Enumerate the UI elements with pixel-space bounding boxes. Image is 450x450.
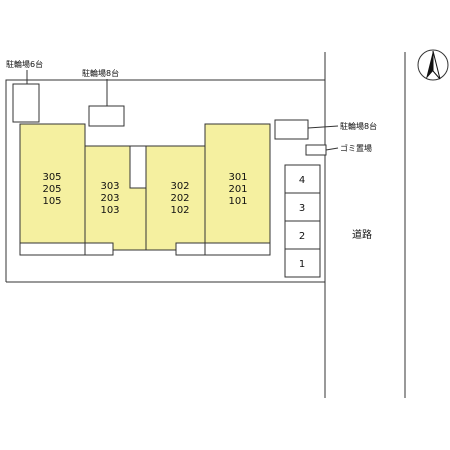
parking-number-4: 4 [299,175,305,186]
unit-2-top: 303 [100,181,119,192]
strip-1 [19,242,86,256]
bike-parking-left-label: 駐輪場6台 [6,59,43,69]
unit-1-mid: 205 [42,184,61,195]
parking-space-3 [284,192,321,222]
unit-1-top: 305 [42,172,61,183]
garbage-label: ゴミ置場 [340,143,372,153]
unit-2-bot: 103 [100,205,119,216]
garbage-box [305,144,327,156]
leader-right [307,125,339,129]
bike-parking-left-box [12,83,40,123]
site-boundary [5,79,325,282]
unit-3-mid: 202 [170,193,189,204]
bike-parking-mid-box [88,105,125,127]
parking-number-3: 3 [299,203,305,214]
north-arrow-icon [417,49,449,81]
unit-4-bot: 101 [228,196,247,207]
bike-parking-right-box [274,119,309,140]
strip-2 [84,242,114,256]
parking-number-2: 2 [299,231,305,242]
unit-2-mid: 203 [100,193,119,204]
bike-parking-right-label: 駐輪場8台 [340,121,377,131]
strip-3 [175,242,206,256]
parking-number-1: 1 [299,259,305,270]
unit-1-bot: 105 [42,196,61,207]
parking-space-2 [284,220,321,250]
unit-4-mid: 201 [228,184,247,195]
strip-4 [204,242,271,256]
bike-parking-mid-label: 駐輪場8台 [82,68,119,78]
road-label: 道路 [352,228,372,241]
unit-3-top: 302 [170,181,189,192]
unit-4-top: 301 [228,172,247,183]
leader-garbage [325,147,339,151]
unit-3-bot: 102 [170,205,189,216]
parking-space-1 [284,248,321,278]
